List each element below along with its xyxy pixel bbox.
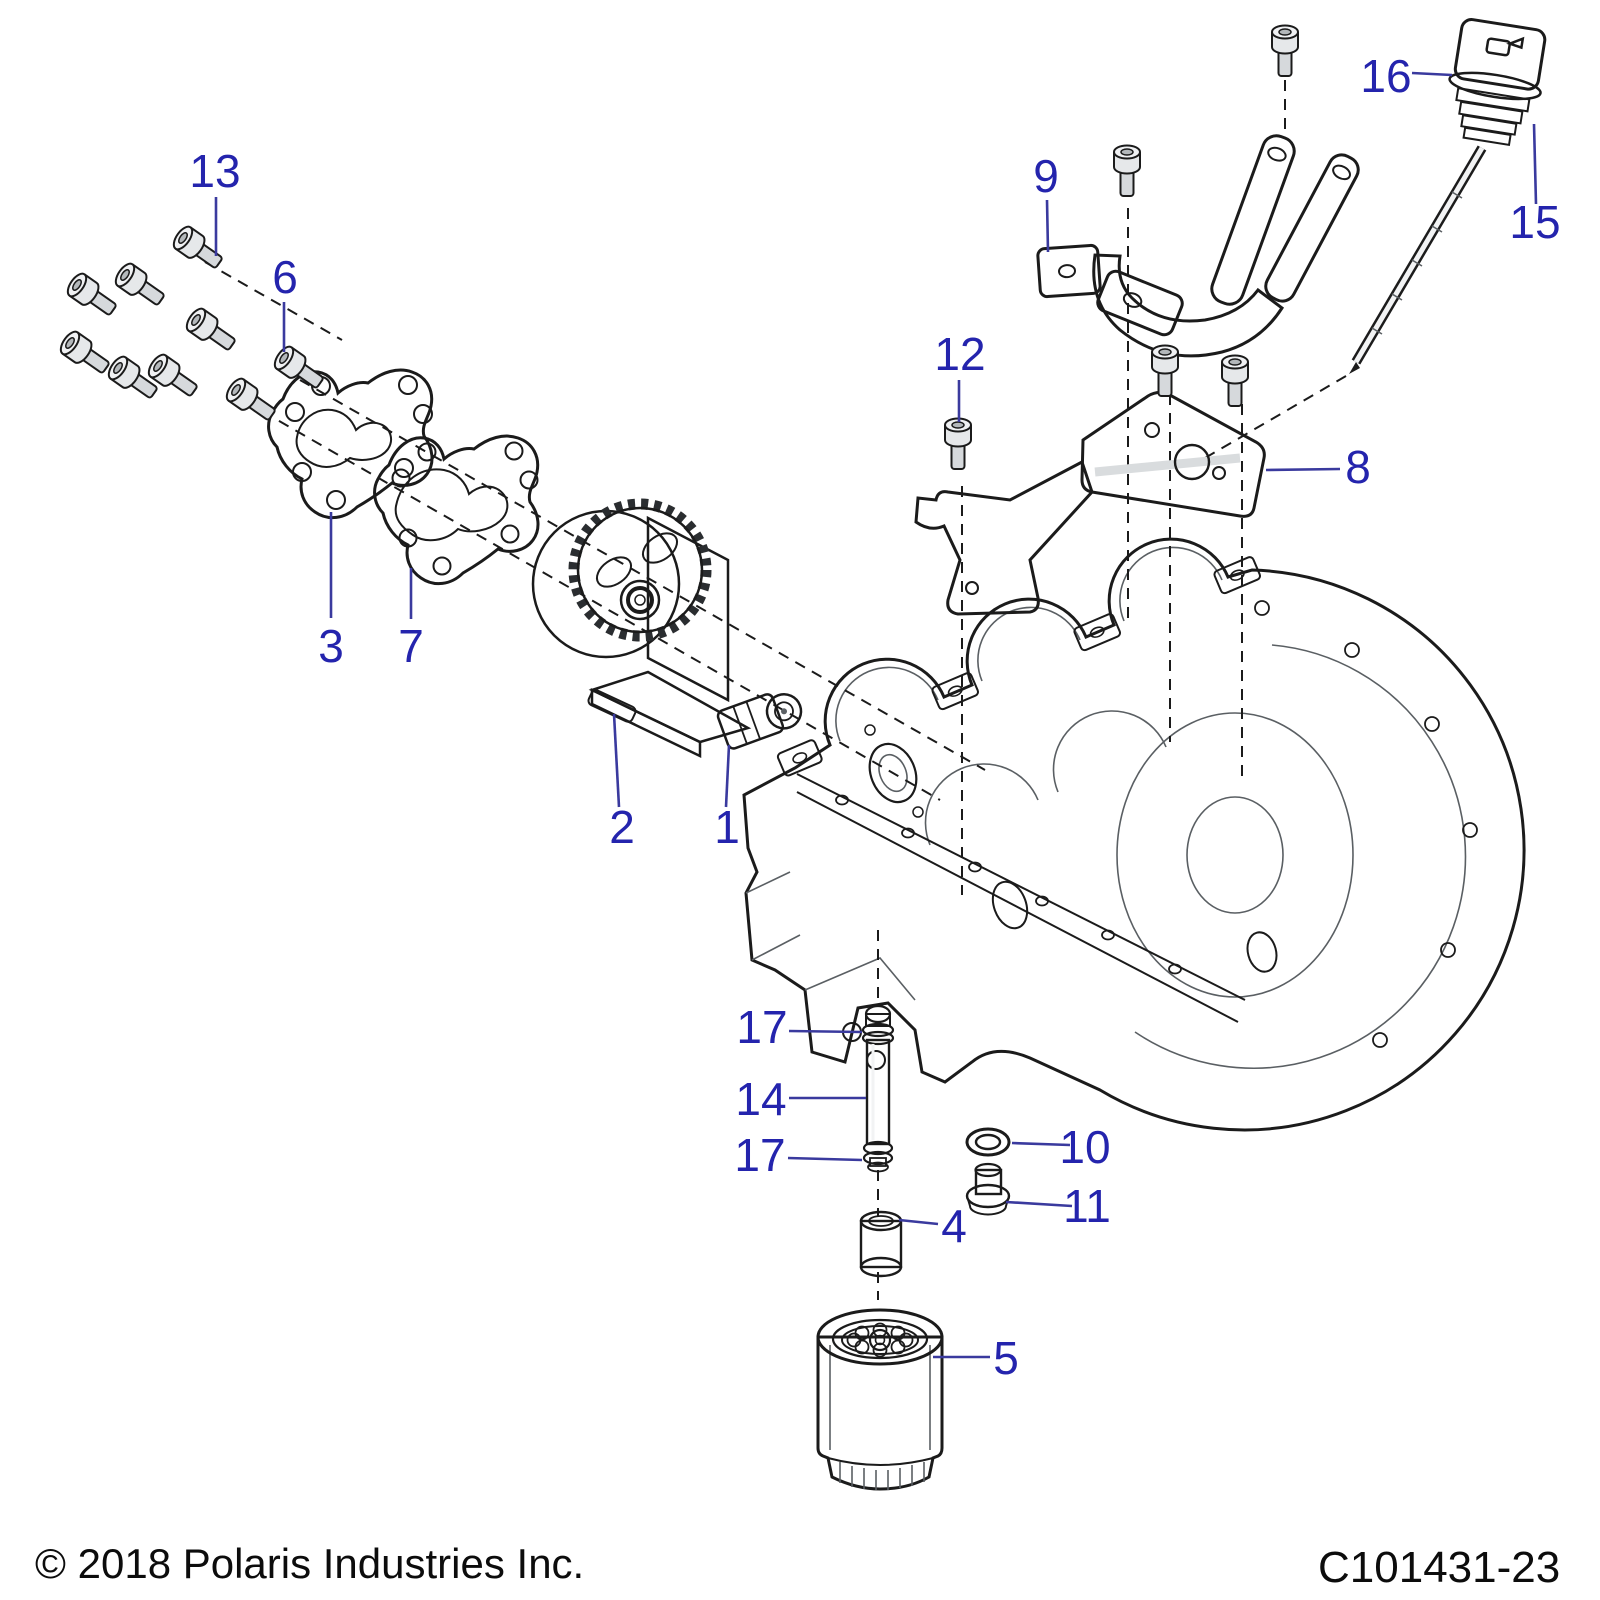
callout-9: 9 bbox=[1033, 150, 1059, 202]
part-15-dipstick bbox=[1349, 18, 1547, 374]
construction-lines bbox=[204, 80, 1347, 1300]
pump-gear-teeth bbox=[568, 498, 712, 642]
part-14-oil-tube bbox=[865, 1038, 891, 1146]
socket-bolt bbox=[1151, 344, 1179, 397]
part-7-gasket bbox=[373, 434, 540, 586]
part-11-plug bbox=[965, 1162, 1011, 1216]
part-10-washer bbox=[965, 1127, 1011, 1157]
part-17-oring-top bbox=[861, 1004, 895, 1046]
mounting-bolts bbox=[944, 24, 1299, 470]
part-17-oring-bottom bbox=[862, 1140, 894, 1173]
part-4-spacer bbox=[859, 1210, 903, 1278]
callout-10: 10 bbox=[1059, 1121, 1110, 1173]
callout-1: 1 bbox=[714, 801, 740, 853]
callout-2: 2 bbox=[609, 801, 635, 853]
part-9-baffle-bracket bbox=[1036, 134, 1360, 358]
callout-17-bottom: 17 bbox=[734, 1129, 785, 1181]
callout-7: 7 bbox=[398, 620, 424, 672]
part-5-oil-filter bbox=[816, 1308, 944, 1491]
callout-5: 5 bbox=[993, 1332, 1019, 1384]
socket-bolt bbox=[1113, 144, 1141, 197]
socket-bolt bbox=[1271, 24, 1299, 77]
bearing-bolt-bosses bbox=[776, 556, 1261, 777]
footer: © 2018 Polaris Industries Inc. C101431-2… bbox=[35, 1540, 1560, 1592]
callout-11: 11 bbox=[1063, 1180, 1111, 1232]
oil-can-icon bbox=[1485, 36, 1525, 57]
part-3-oil-pump-cover bbox=[267, 368, 434, 520]
part-16-dipstick-cap bbox=[1448, 18, 1547, 146]
part-1-oil-pressure-fitting bbox=[716, 693, 803, 750]
callout-16: 16 bbox=[1360, 50, 1411, 102]
filter-plate-holes bbox=[846, 1322, 914, 1358]
part-2-oil-pump bbox=[531, 498, 752, 758]
callout-3: 3 bbox=[318, 620, 344, 672]
leader-lines bbox=[214, 71, 1538, 1359]
callout-8: 8 bbox=[1345, 441, 1371, 493]
callout-15: 15 bbox=[1509, 196, 1560, 248]
crankcase bbox=[742, 537, 1526, 1132]
callout-14: 14 bbox=[735, 1073, 786, 1125]
callouts: 13 6 3 7 2 1 9 12 8 16 15 17 14 17 10 11… bbox=[189, 50, 1560, 1384]
callout-6: 6 bbox=[272, 251, 298, 303]
drawing-code: C101431-23 bbox=[1318, 1543, 1560, 1592]
copyright-text: © 2018 Polaris Industries Inc. bbox=[35, 1540, 584, 1587]
callout-13: 13 bbox=[189, 145, 240, 197]
callout-12: 12 bbox=[934, 328, 985, 380]
callout-4: 4 bbox=[941, 1200, 967, 1252]
callout-17-top: 17 bbox=[736, 1001, 787, 1053]
socket-bolt bbox=[1221, 354, 1249, 407]
part-12-bolt bbox=[944, 417, 972, 470]
part-13-bolts bbox=[56, 222, 241, 405]
